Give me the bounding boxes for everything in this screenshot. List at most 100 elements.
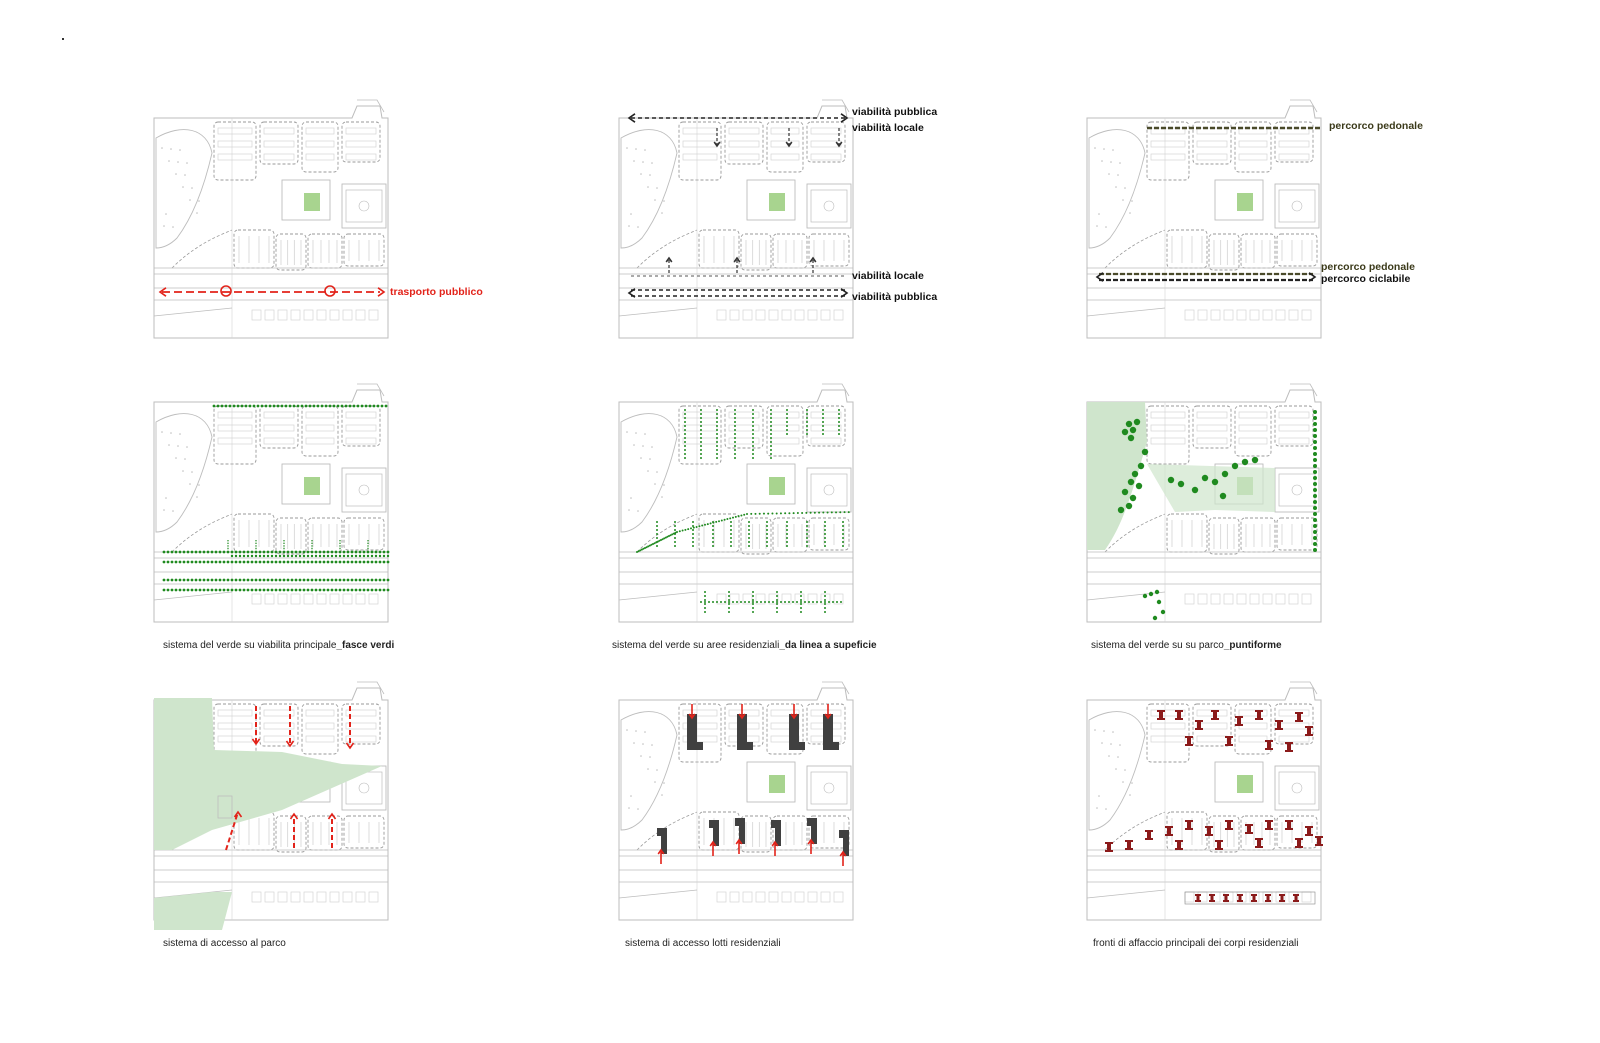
tree [318,560,322,564]
tree [226,578,230,582]
tree [770,433,772,435]
tree [800,601,802,603]
tree [806,537,808,539]
tree [298,578,302,582]
building-south [1301,309,1312,321]
tree [806,521,808,523]
block-outline-west [636,811,698,851]
facade-marker [1225,736,1233,746]
tree [716,429,718,431]
pond [155,413,213,533]
block-outline-south [1166,513,1208,553]
boundary-corner [1290,681,1318,695]
building [263,437,295,445]
label-trasporto-pubblico: trasporto pubblico [390,286,483,298]
tree [1241,458,1249,466]
tree [743,513,746,516]
tree [692,529,694,531]
facade-marker [1295,838,1303,848]
tree [190,560,194,564]
building-south [316,309,327,321]
pond-dot [175,457,177,459]
caption-6-text: sistema del verde su su parco [1091,640,1224,651]
tree [336,404,340,408]
sports-field-pitch [1278,473,1316,507]
building [810,153,842,161]
residential-building [771,820,781,846]
base-plan [1086,681,1322,921]
building [305,424,335,432]
tree [642,547,645,550]
tree [800,595,802,597]
pond-dot [1119,162,1121,164]
building [1150,424,1186,432]
tree [786,421,788,423]
tree [162,578,166,582]
tree [286,560,290,564]
tree [334,554,338,558]
facade-marker [1165,826,1173,836]
tree [318,578,322,582]
tree [700,413,702,415]
building [1238,437,1268,445]
tree [234,588,238,592]
tree [690,527,692,530]
tree [828,601,830,603]
pond-dot [1098,795,1100,797]
tree [830,511,833,514]
tree [734,437,736,439]
caption-4-emphasis: _fasce verdi [336,640,395,651]
tree [370,550,374,554]
tree [805,511,808,514]
boundary-corner [822,681,850,695]
tree [768,601,770,603]
tree [230,588,234,592]
tree [294,550,298,554]
tree [692,526,695,529]
tree [734,515,737,518]
tree [752,413,754,415]
tree [246,578,250,582]
central-lawn [769,193,785,211]
tree [286,578,290,582]
tree [684,421,686,423]
tree [322,560,326,564]
tree [238,554,242,558]
tree [806,433,808,435]
tree [824,533,826,535]
tree [684,413,686,415]
site-plan-4 [153,383,390,623]
block-outline-south [1276,815,1318,849]
pond-dot [642,743,644,745]
tree [380,404,384,408]
tree [786,541,788,543]
pond-dot [628,807,630,809]
tree [250,588,254,592]
building [217,411,253,419]
tree [342,560,346,564]
caption-7: sistema di accesso al parco [163,938,286,949]
building [682,140,718,148]
block-outline-top [678,703,722,763]
tree [1313,476,1317,480]
tree [230,578,234,582]
tree [278,550,282,554]
pond-dot [1101,160,1103,162]
tree [770,453,772,455]
tree [806,525,808,527]
building-south [342,309,353,321]
site-plan-2 [618,99,854,339]
block-outline-top [678,121,722,181]
tree [752,601,754,603]
building [305,722,335,730]
plan-panel-5 [617,382,857,632]
tree [734,417,736,419]
tree [170,560,174,564]
building [1196,153,1228,161]
building [770,153,800,161]
pond-dot [172,510,174,512]
tree [800,607,802,609]
block-outline-south [343,815,385,849]
tree [734,445,736,447]
tree [214,578,218,582]
